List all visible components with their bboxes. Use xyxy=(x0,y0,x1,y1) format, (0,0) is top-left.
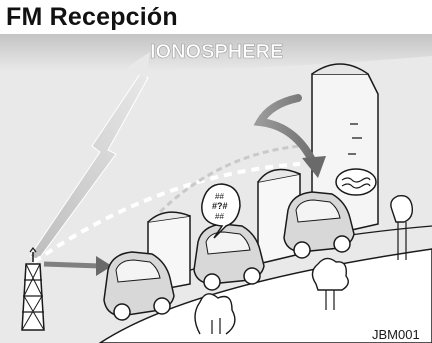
car-direct-reception xyxy=(103,251,175,321)
diagram-frame: IONOSPHERE xyxy=(0,34,432,343)
reflection-arrow xyxy=(253,94,318,168)
fm-reception-diagram: IONOSPHERE xyxy=(0,34,432,343)
tree-right xyxy=(390,195,414,260)
car-interference xyxy=(193,223,265,291)
direct-signal-arrow xyxy=(43,261,101,269)
ionosphere-beam-arrowhead xyxy=(126,52,150,78)
interference-symbol-bottom: ## xyxy=(215,212,224,221)
interference-symbol-top: ## xyxy=(215,192,224,201)
direct-signal-arrowhead xyxy=(96,256,112,276)
tree-middle xyxy=(311,257,349,310)
ionosphere-band xyxy=(0,34,432,73)
page-title: FM Recepción xyxy=(6,3,178,31)
static-noise-bubble xyxy=(335,168,377,196)
car-multipath xyxy=(283,191,355,259)
ionosphere-label: IONOSPHERE xyxy=(150,41,283,63)
interference-bubble: ## #?# ## xyxy=(201,183,241,239)
ionosphere-signal-beam xyxy=(29,73,149,261)
road xyxy=(98,248,432,343)
figure-code: JBM001 xyxy=(372,327,420,342)
reflection-arrowhead xyxy=(302,156,326,178)
transmission-tower-icon xyxy=(21,247,45,331)
tree-left xyxy=(194,293,236,335)
interference-symbol-mid: #?# xyxy=(212,201,228,211)
dashed-wave-line xyxy=(32,162,301,264)
